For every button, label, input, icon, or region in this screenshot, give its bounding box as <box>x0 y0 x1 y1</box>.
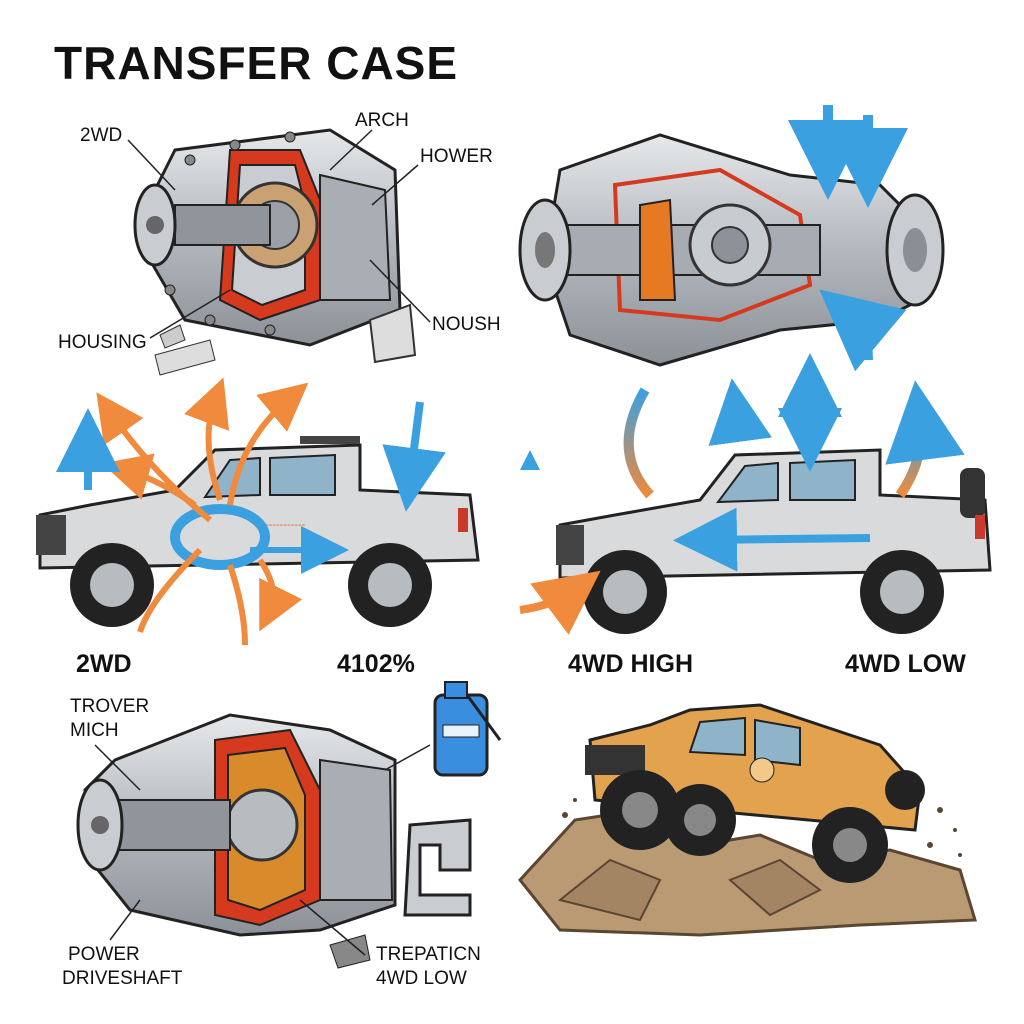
label-arch: ARCH <box>355 110 409 131</box>
offroad-truck-wheels <box>600 770 925 883</box>
label-trepaticn: TREPATICN <box>376 944 481 965</box>
label-mich: MICH <box>70 720 119 741</box>
label-4wd-low: 4WD LOW <box>376 968 467 989</box>
truck-2wd: ----------- <box>36 377 480 646</box>
truck-2wd-wheels <box>70 543 432 627</box>
label-housing: HOUSING <box>58 332 147 353</box>
transfer-case-cutaway-1 <box>127 128 431 376</box>
label-power: POWER <box>68 944 140 965</box>
truck-4wd <box>519 353 992 635</box>
offroad-truck-on-rocks <box>518 703 977 937</box>
svg-text:-----------: ----------- <box>265 519 306 531</box>
mode-4wd-low: 4WD LOW <box>845 650 966 678</box>
mode-4wd-high: 4WD HIGH <box>568 650 693 678</box>
label-driveshaft: DRIVESHAFT <box>62 968 183 989</box>
label-trover: TROVER <box>70 696 150 717</box>
mode-percent: 4102% <box>337 650 415 678</box>
mode-2wd: 2WD <box>76 650 132 678</box>
label-noush: NOUSH <box>432 314 501 335</box>
transfer-case-cutaway-2 <box>518 105 945 372</box>
transfer-case-cutaway-3 <box>76 681 502 969</box>
truck-4wd-wheels <box>583 550 944 634</box>
page-title: TRANSFER CASE <box>54 37 459 89</box>
label-hower: HOWER <box>420 146 493 167</box>
label-2wd: 2WD <box>80 125 123 146</box>
